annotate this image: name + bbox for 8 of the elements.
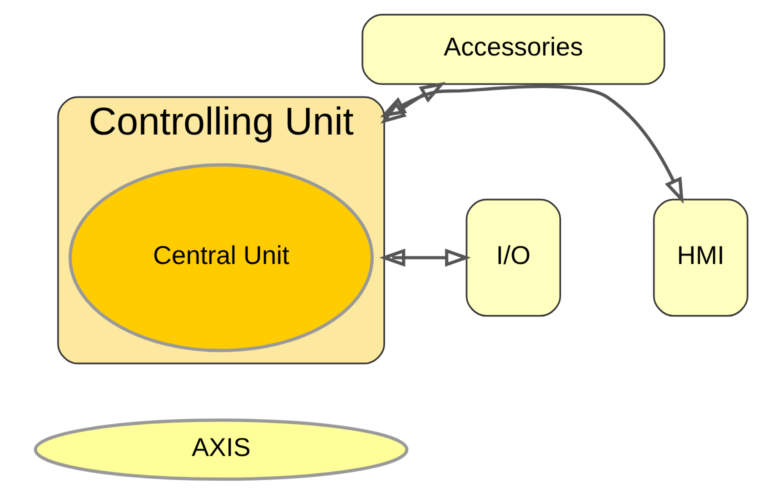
arrow	[380, 82, 446, 124]
node-ellipse: Central Unit	[68, 163, 374, 352]
node-box: Accessories	[361, 14, 665, 85]
node-box: I/O	[465, 198, 561, 317]
node-box: HMI	[652, 198, 748, 317]
arrow	[378, 248, 470, 267]
node-ellipse: AXIS	[33, 418, 408, 481]
arrow	[379, 84, 684, 204]
